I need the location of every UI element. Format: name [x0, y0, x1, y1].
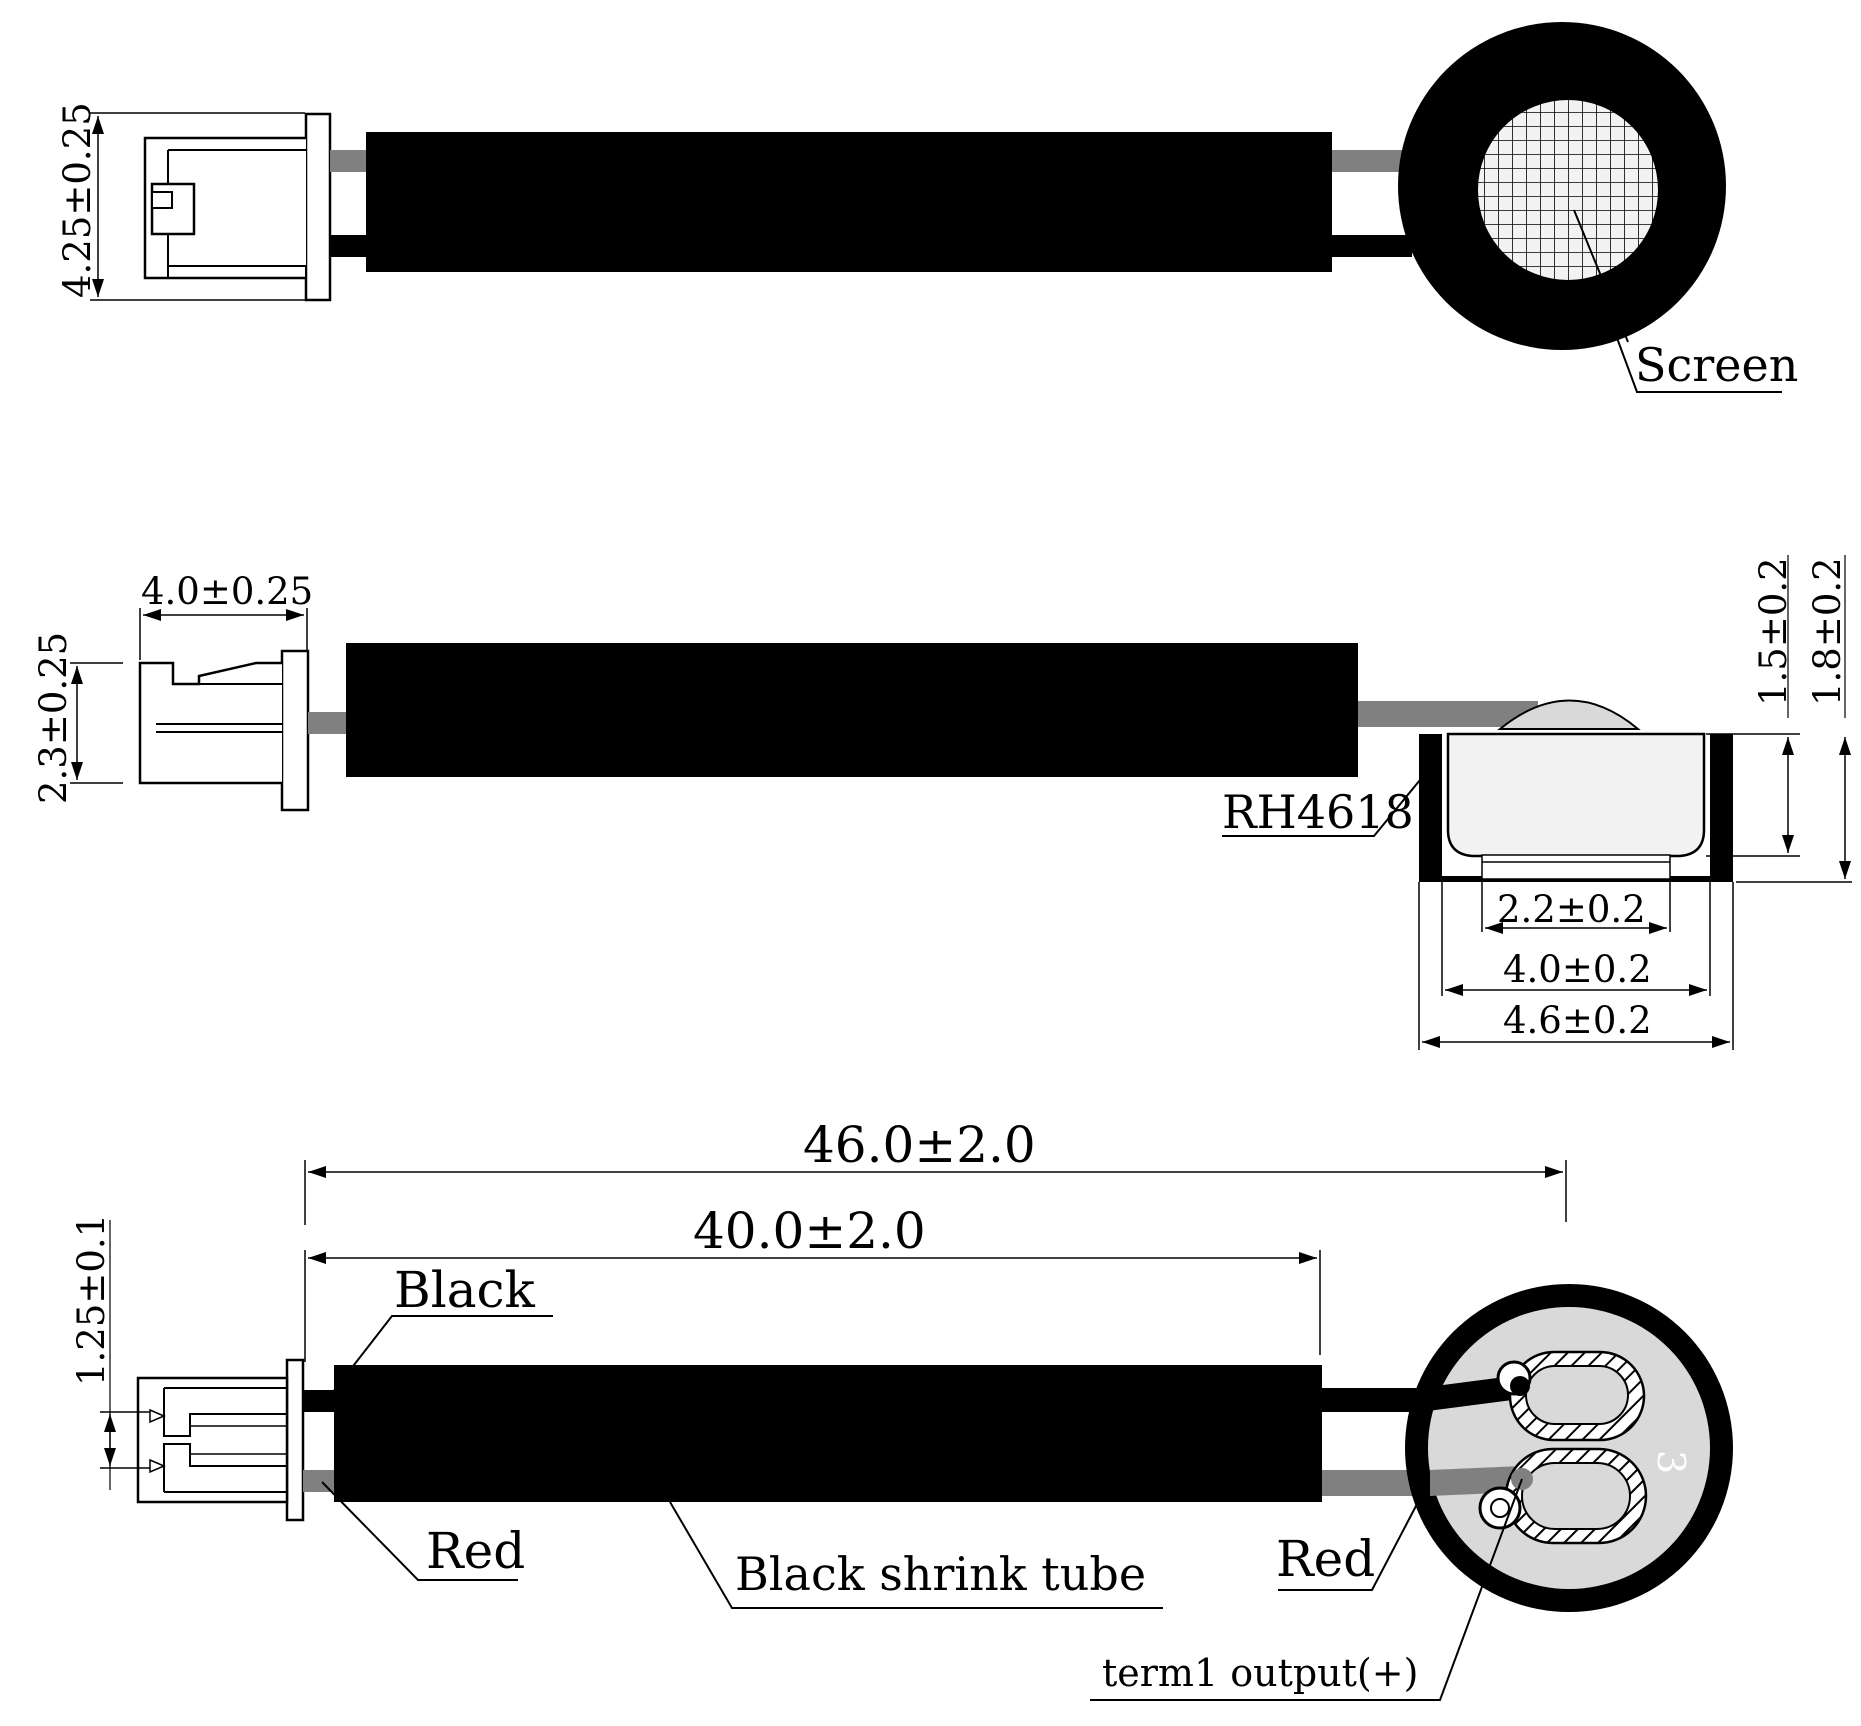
dim-connector-width: 4.0±0.25	[141, 570, 313, 613]
bottom-black-wire-stub	[303, 1390, 343, 1412]
top-connector	[143, 112, 332, 302]
bottom-red-wire-stub	[303, 1470, 343, 1492]
top-view: Screen 4.25±0.25	[56, 22, 1798, 393]
dim-outer-width: 4.6±0.2	[1503, 999, 1652, 1042]
top-black-wire	[1332, 235, 1412, 257]
screen-label: Screen	[1635, 338, 1798, 392]
bottom-connector	[136, 1358, 305, 1522]
side-capsule	[1419, 699, 1733, 882]
top-red-wire-stub	[330, 150, 370, 172]
dim-port-width: 2.2±0.2	[1497, 888, 1646, 931]
side-connector	[138, 649, 310, 812]
dim-connector-height-side: 2.3±0.25	[32, 632, 75, 804]
dim-tube-length: 40.0±2.0	[693, 1202, 926, 1260]
side-shrink-tube	[346, 643, 1358, 777]
side-wire-stub	[308, 712, 348, 734]
dim-inner-width: 4.0±0.2	[1503, 948, 1652, 991]
bottom-view: 3 46.0±2.0 40.0±2.0 1.25±0.1 Black Red B…	[70, 1116, 1733, 1701]
bottom-capsule	[1405, 1284, 1733, 1612]
black-wire-label: Black	[394, 1261, 536, 1319]
dim-mic-height-outer: 1.8±0.2	[1806, 557, 1849, 706]
capsule-mark: 3	[1649, 1450, 1693, 1474]
dim-total-length: 46.0±2.0	[803, 1116, 1036, 1174]
bottom-shrink-tube	[334, 1365, 1322, 1502]
top-black-wire-stub	[330, 235, 370, 257]
side-view: RH4618 4.0±0.25 2.3±0.25 1.5±0.2 1.8±0.2…	[32, 555, 1852, 1050]
dim-connector-height-top: 4.25±0.25	[56, 102, 99, 298]
shrink-tube-label: Black shrink tube	[735, 1547, 1146, 1601]
top-red-wire	[1332, 150, 1412, 172]
dim-mic-height-inner: 1.5±0.2	[1752, 557, 1795, 706]
terminal-label: term1 output(+)	[1102, 1651, 1418, 1695]
dim-pin-pitch: 1.25±0.1	[70, 1214, 113, 1386]
top-capsule	[1398, 22, 1726, 350]
model-label: RH4618	[1222, 785, 1414, 839]
red-wire-label-right: Red	[1276, 1530, 1375, 1588]
red-wire-label-left: Red	[426, 1522, 525, 1580]
top-shrink-tube	[366, 132, 1332, 272]
